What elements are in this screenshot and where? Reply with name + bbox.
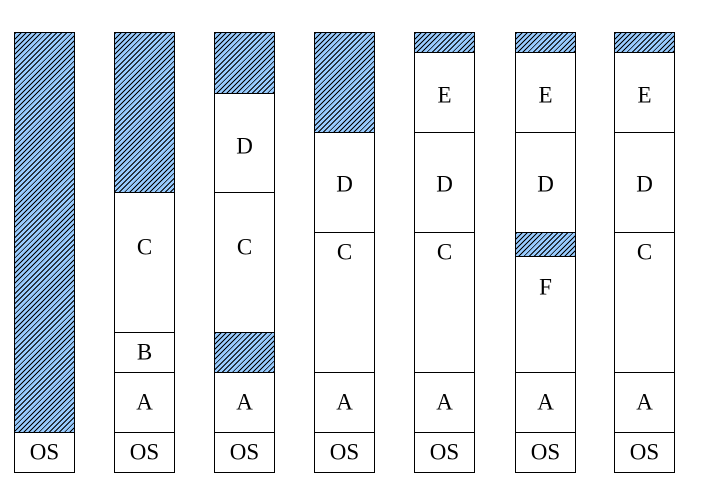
free-space-region bbox=[414, 32, 475, 53]
segment-OS bbox=[14, 432, 75, 473]
segment-D bbox=[515, 132, 576, 233]
free-space-region bbox=[515, 32, 576, 53]
segment-OS bbox=[515, 432, 576, 473]
free-space-region bbox=[114, 32, 175, 193]
segment-F bbox=[515, 256, 576, 373]
segment-C bbox=[314, 232, 375, 373]
segment-C bbox=[214, 192, 275, 333]
segment-A bbox=[214, 372, 275, 433]
segment-OS bbox=[214, 432, 275, 473]
segment-B bbox=[114, 332, 175, 373]
segment-D bbox=[614, 132, 675, 233]
free-space-region bbox=[314, 32, 375, 133]
segment-A bbox=[515, 372, 576, 433]
segment-E bbox=[414, 52, 475, 133]
segment-A bbox=[314, 372, 375, 433]
free-space-region bbox=[14, 32, 75, 433]
segment-E bbox=[614, 52, 675, 133]
segment-C bbox=[414, 232, 475, 373]
free-space-region bbox=[614, 32, 675, 53]
segment-OS bbox=[314, 432, 375, 473]
segment-C bbox=[114, 192, 175, 333]
segment-D bbox=[214, 93, 275, 193]
segment-A bbox=[414, 372, 475, 433]
segment-OS bbox=[114, 432, 175, 473]
segment-A bbox=[114, 372, 175, 433]
segment-D bbox=[314, 132, 375, 233]
segment-C bbox=[614, 232, 675, 373]
free-space-region bbox=[214, 32, 275, 94]
segment-OS bbox=[414, 432, 475, 473]
segment-D bbox=[414, 132, 475, 233]
segment-E bbox=[515, 52, 576, 133]
segment-A bbox=[614, 372, 675, 433]
free-space-region bbox=[515, 232, 576, 257]
segment-OS bbox=[614, 432, 675, 473]
free-space-region bbox=[214, 332, 275, 373]
